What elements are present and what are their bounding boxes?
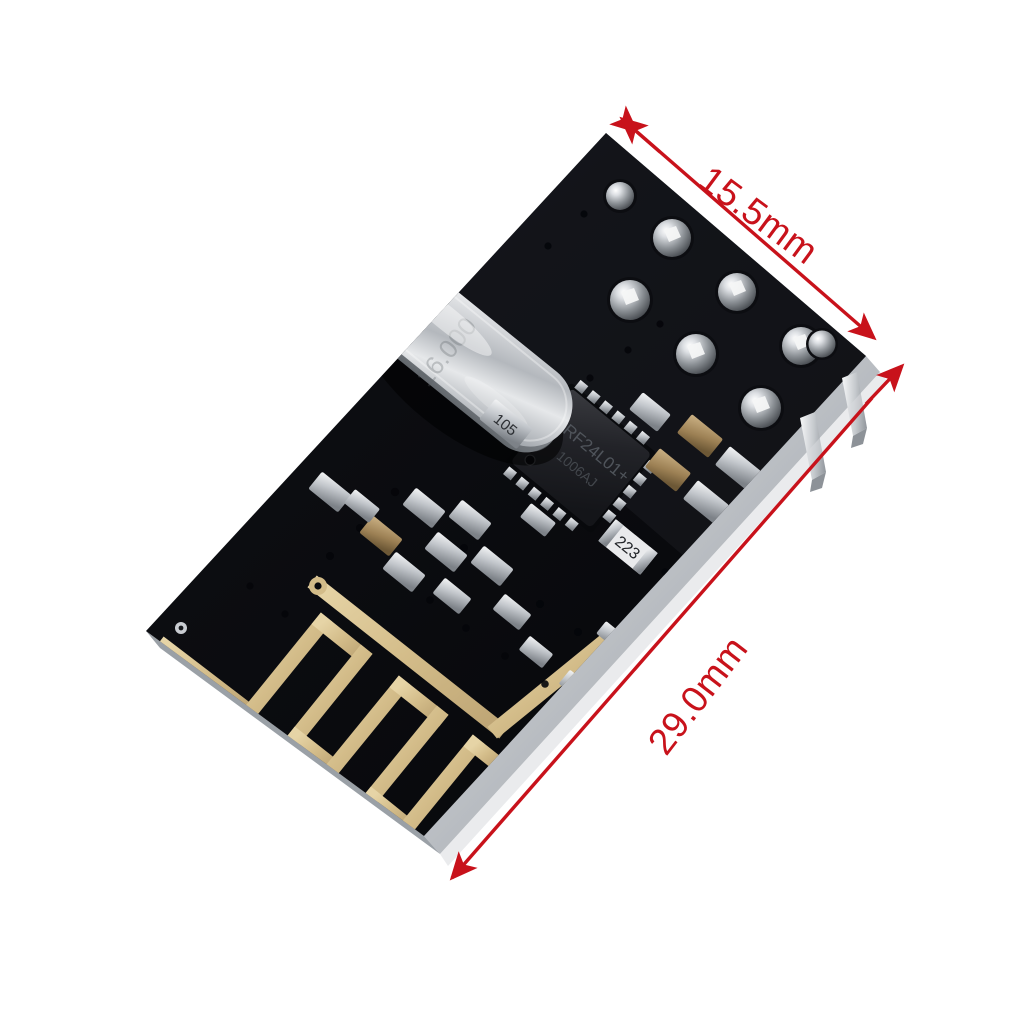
dimension-annotations — [449, 105, 905, 881]
antenna-feed-via — [314, 582, 322, 590]
solder-joint — [650, 216, 694, 260]
solder-joint — [607, 277, 653, 323]
solder-joint — [738, 385, 784, 431]
capacitor-105: 105 — [479, 399, 533, 449]
solder-joint — [603, 179, 637, 213]
pcb-edge-thickness-left — [146, 631, 440, 854]
pcb-edge-thickness — [424, 356, 880, 854]
resistor-223: 223 — [598, 519, 658, 575]
dimension-line-length-arrow-start — [864, 363, 905, 406]
pcb-trace-antenna — [154, 575, 611, 836]
solder-joint — [806, 328, 838, 360]
dimension-line-width-arrow-start — [619, 116, 662, 154]
dimension-line-width — [609, 105, 877, 341]
solder-joint — [673, 331, 719, 377]
solder-joint — [715, 270, 759, 314]
dimension-line-length — [449, 396, 874, 881]
